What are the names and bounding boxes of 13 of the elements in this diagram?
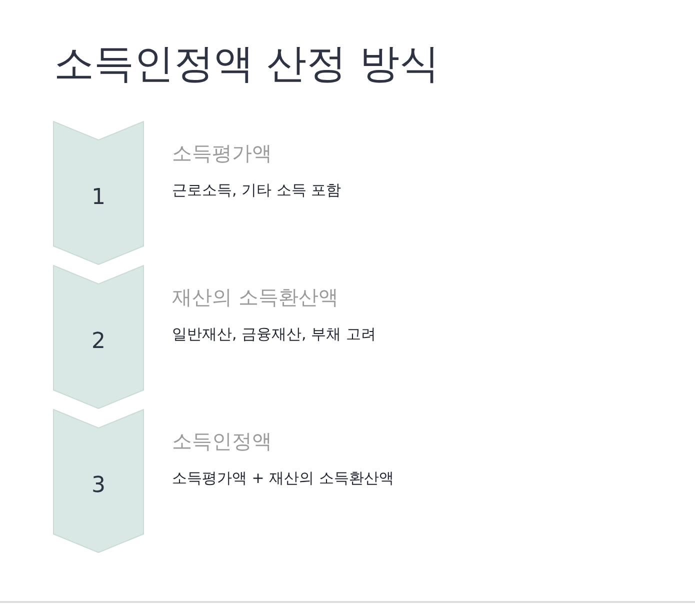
- step-heading: 소득평가액: [172, 141, 272, 165]
- step-heading: 재산의 소득환산액: [172, 285, 338, 309]
- step-description: 일반재산, 금융재산, 부채 고려: [172, 324, 376, 344]
- step-number: 3: [90, 473, 106, 499]
- chevron-shape: [53, 409, 144, 553]
- step-number: 2: [90, 329, 106, 355]
- step-description: 근로소득, 기타 소득 포함: [172, 180, 342, 200]
- title: 소득인정액 산정 방식: [54, 40, 440, 88]
- step-description: 소득평가액 + 재산의 소득환산액: [172, 468, 394, 488]
- chevron-shape: [53, 121, 144, 265]
- step-heading: 소득인정액: [172, 429, 272, 453]
- chevron-shape: [53, 265, 144, 409]
- step-number: 1: [90, 185, 106, 211]
